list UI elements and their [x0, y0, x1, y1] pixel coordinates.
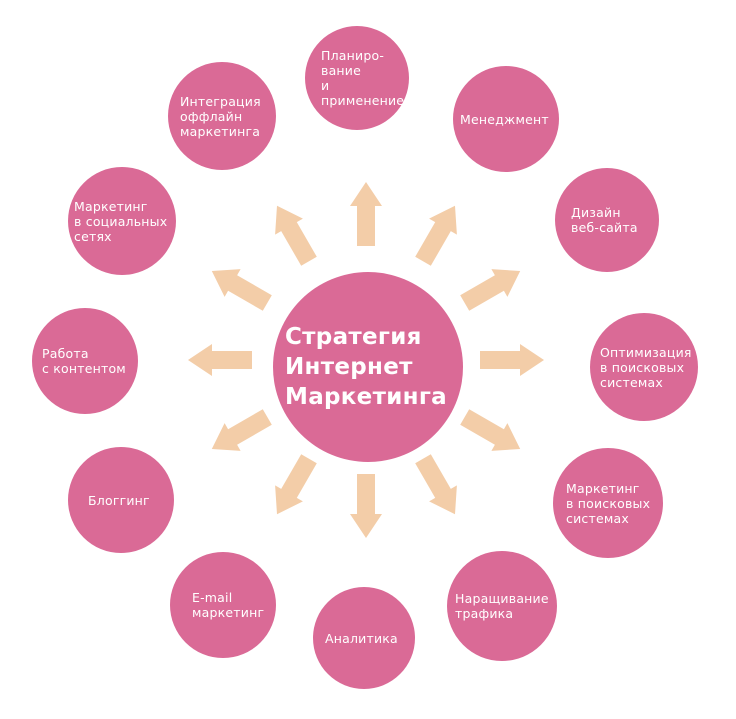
- node-content-work-label: Работа с контентом: [42, 346, 126, 376]
- node-management-label: Менеджмент: [460, 111, 549, 127]
- node-social-marketing: Маркетинг в социальных сетях: [68, 167, 176, 275]
- node-blogging-label: Блоггинг: [88, 492, 150, 508]
- node-web-design: Дизайн веб-сайта: [555, 168, 659, 272]
- node-blogging: Блоггинг: [68, 447, 174, 553]
- node-seo: Оптимизация в поисковых системах: [590, 313, 698, 421]
- arrow-to-web-design: [460, 269, 521, 311]
- node-sem: Маркетинг в поисковых системах: [553, 448, 663, 558]
- node-email-marketing: E-mail маркетинг: [170, 552, 276, 658]
- node-management: Менеджмент: [453, 66, 559, 172]
- arrow-to-content-work: [188, 344, 252, 376]
- center-title: Стратегия Интернет Маркетинга: [285, 324, 447, 410]
- node-seo-label: Оптимизация в поисковых системах: [600, 344, 692, 390]
- center-node: Стратегия Интернет Маркетинга: [273, 272, 463, 462]
- node-analytics-label: Аналитика: [325, 630, 398, 646]
- node-traffic-growth: Наращивание трафика: [447, 551, 557, 661]
- arrow-to-management: [415, 205, 457, 266]
- node-planning-label: Плани­ро- вание и применение: [321, 48, 405, 108]
- node-offline-integration: Интеграция оффлайн маркетинга: [168, 62, 276, 170]
- arrow-to-blogging: [211, 409, 272, 451]
- arrow-to-social-marketing: [211, 269, 272, 311]
- node-analytics: Аналитика: [313, 587, 415, 689]
- node-sem-label: Маркетинг в поисковых системах: [566, 480, 651, 526]
- node-social-marketing-label: Маркетинг в социальных сетях: [74, 198, 168, 244]
- node-web-design-label: Дизайн веб-сайта: [571, 205, 638, 235]
- arrow-to-analytics: [350, 474, 382, 538]
- arrow-to-planning: [350, 182, 382, 246]
- arrow-to-traffic-growth: [415, 454, 457, 515]
- node-email-marketing-label: E-mail маркетинг: [192, 590, 265, 620]
- node-planning: Плани­ро- вание и применение: [305, 26, 409, 130]
- arrow-to-sem: [460, 409, 521, 451]
- node-content-work: Работа с контентом: [32, 308, 138, 414]
- arrow-to-email-marketing: [275, 454, 317, 515]
- node-offline-integration-label: Интеграция оффлайн маркетинга: [180, 93, 261, 139]
- arrow-to-seo: [480, 344, 544, 376]
- node-traffic-growth-label: Наращивание трафика: [455, 591, 549, 621]
- arrow-to-offline-integration: [275, 205, 317, 266]
